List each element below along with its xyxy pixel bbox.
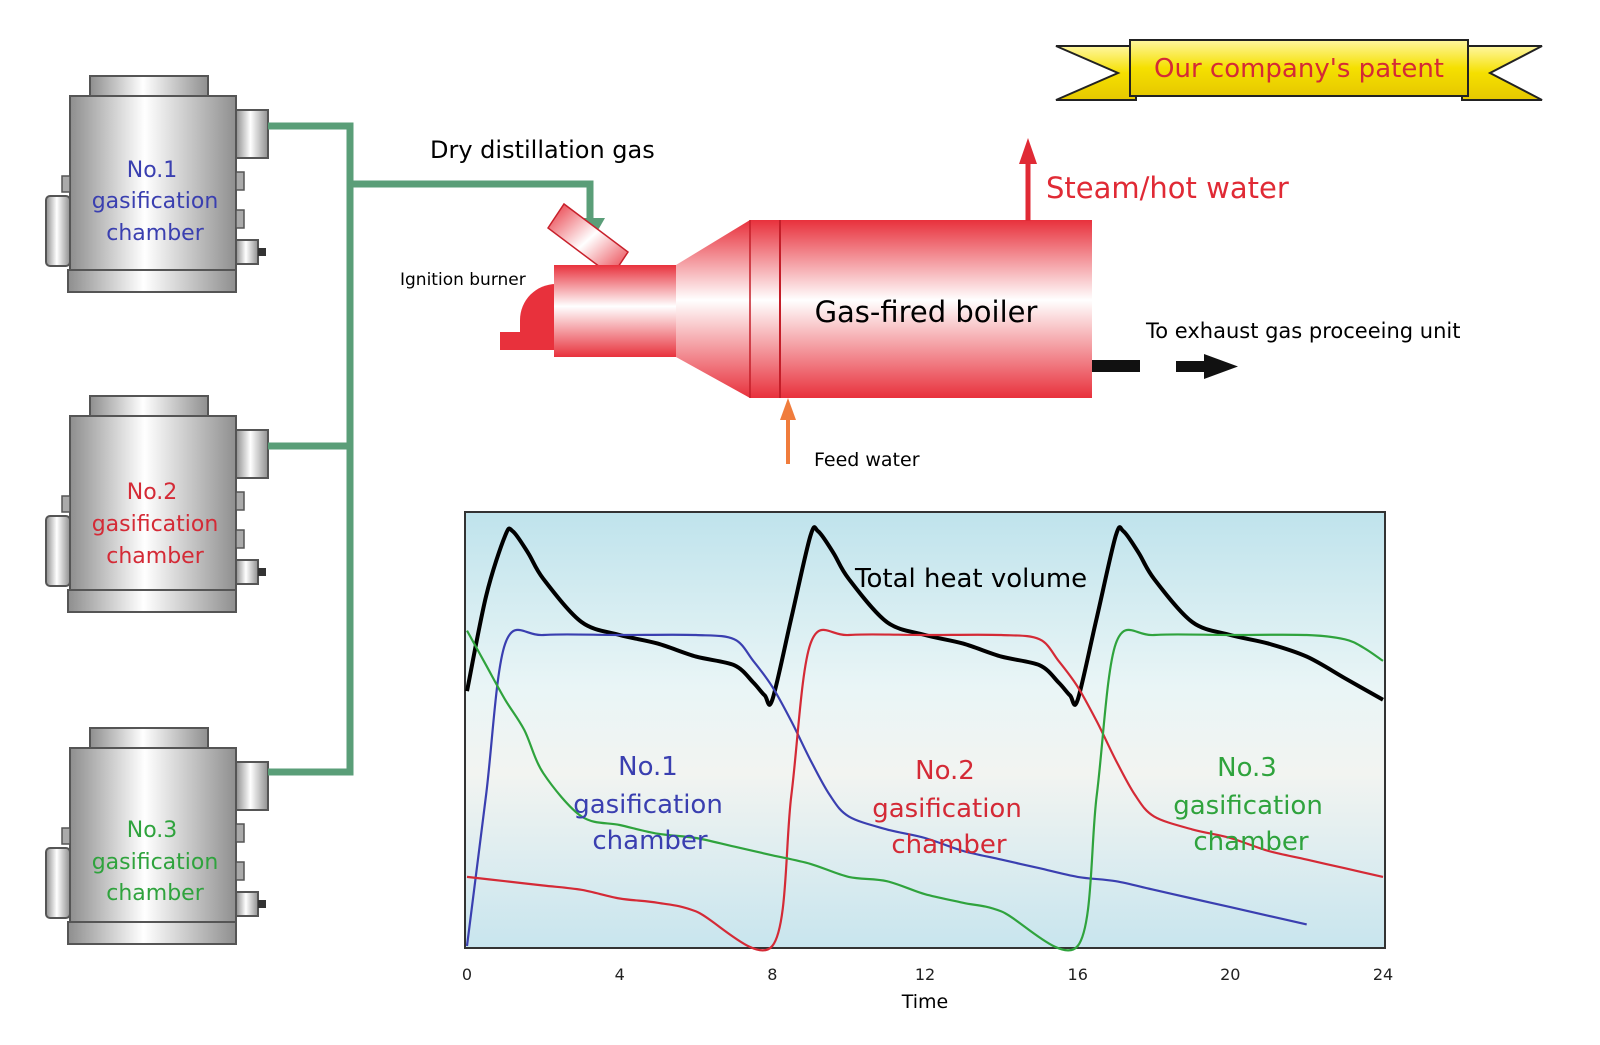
chart-x-tick: 12 <box>915 965 935 984</box>
chart-label-no1-line2: gasification <box>573 790 723 820</box>
chart-x-tick: 20 <box>1220 965 1240 984</box>
chart-line-total <box>465 525 1384 707</box>
chart-label-no3-line1: No.3 <box>1217 753 1277 783</box>
chart-x-tick: 24 <box>1373 965 1393 984</box>
dry-gas-label: Dry distillation gas <box>430 136 655 164</box>
pipe-to-boiler <box>350 180 594 222</box>
banner-text: Our company's patent <box>1154 54 1444 84</box>
exhaust-stub <box>1092 360 1140 372</box>
chamber-2: No.2 gasification chamber <box>45 395 269 613</box>
exhaust-arrow <box>1176 354 1238 379</box>
chart-label-no2-line2: gasification <box>872 794 1022 824</box>
chart-label-no1-line1: No.1 <box>618 752 678 782</box>
feed-water-arrow <box>780 398 796 464</box>
chart-x-tick: 16 <box>1068 965 1088 984</box>
steam-label: Steam/hot water <box>1046 171 1289 205</box>
chart-series-layer <box>465 525 1384 952</box>
chamber-3-line2: gasification <box>92 850 219 875</box>
chamber-2-line3: chamber <box>106 544 204 569</box>
chamber-1-line1: No.1 <box>127 158 178 183</box>
chamber-2-line2: gasification <box>92 512 219 537</box>
chamber-1: No.1 gasification chamber <box>45 75 269 293</box>
chart-label-no3-line2: gasification <box>1173 791 1323 821</box>
steam-arrow <box>1019 138 1037 221</box>
chart-tick-layer: 0 4 8 12 16 20 24 <box>462 965 1393 984</box>
feed-water-label: Feed water <box>814 449 920 471</box>
chart-plot-area <box>464 511 1386 949</box>
combustion-chamber <box>554 265 676 357</box>
gas-fired-boiler <box>500 202 1140 398</box>
boiler-cone <box>676 220 750 398</box>
chart-label-no2-line3: chamber <box>891 830 1007 860</box>
chart-x-tick: 8 <box>767 965 777 984</box>
chart-label-no3-line3: chamber <box>1193 827 1309 857</box>
chart-line-no1 <box>465 628 1307 947</box>
chamber-1-line3: chamber <box>106 221 204 246</box>
chamber-3: No.3 gasification chamber <box>45 727 269 945</box>
chamber-3-line3: chamber <box>106 881 204 906</box>
chart-line-no2 <box>466 628 1384 952</box>
chart-line-no3 <box>466 628 1384 952</box>
patent-banner: Our company's patent <box>1055 39 1543 101</box>
chart-label-no2-line1: No.2 <box>915 756 975 786</box>
chart-x-axis-label: Time <box>901 991 949 1013</box>
burner-nozzle <box>546 202 630 278</box>
exhaust-label: To exhaust gas proceeing unit <box>1145 319 1461 343</box>
chart-x-tick: 4 <box>615 965 625 984</box>
chart-annotation-total-heat: Total heat volume <box>854 564 1087 594</box>
boiler-drum <box>750 220 1092 398</box>
chart-label-no1-line3: chamber <box>592 826 708 856</box>
ignition-burner-label: Ignition burner <box>400 270 526 290</box>
ignition-burner-icon <box>520 284 556 338</box>
heat-chart: 0 4 8 12 16 20 24 Total heat volume No.1 gasif… <box>462 511 1393 1013</box>
chart-x-tick: 0 <box>462 965 472 984</box>
boiler-label: Gas-fired boiler <box>815 295 1038 329</box>
chamber-2-line1: No.2 <box>127 480 178 505</box>
chamber-1-line2: gasification <box>92 189 219 214</box>
chamber-3-line1: No.3 <box>127 818 178 843</box>
